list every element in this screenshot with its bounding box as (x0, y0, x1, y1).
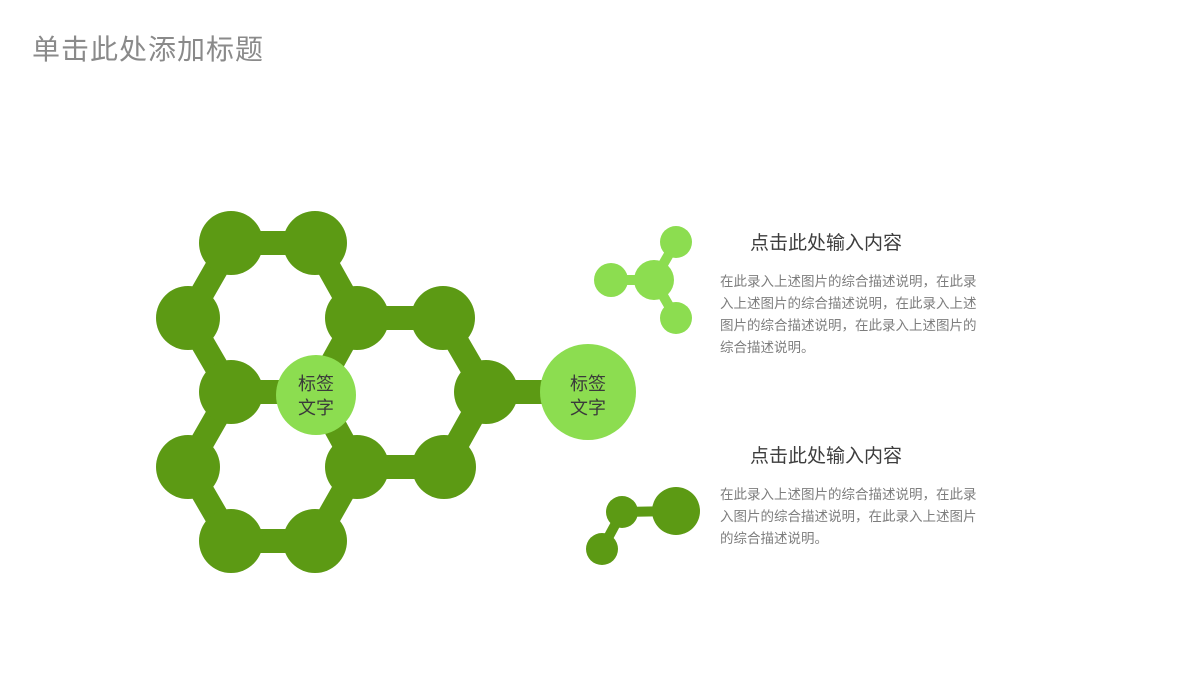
atom (283, 211, 347, 275)
atom (199, 211, 263, 275)
item-1-description-line: 图片的综合描述说明，在此录入上述图片的 (720, 318, 977, 334)
item-2-description-line: 的综合描述说明。 (720, 531, 828, 547)
atom (156, 435, 220, 499)
label-node-right (540, 344, 636, 440)
atom (199, 509, 263, 573)
item-2-heading[interactable]: 点击此处输入内容 (750, 445, 903, 467)
item-2-description-line: 入图片的综合描述说明，在此录入上述图片 (720, 509, 977, 525)
label-node-left-line-1: 标签 (298, 374, 334, 395)
item-1-description-line: 在此录入上述图片的综合描述说明，在此录 (720, 274, 977, 290)
label-node-right-line-2: 文字 (570, 398, 606, 419)
atom (454, 360, 518, 424)
item-1-description[interactable]: 在此录入上述图片的综合描述说明，在此录 入上述图片的综合描述说明，在此录入上述 … (720, 271, 1020, 359)
atom (411, 286, 475, 350)
label-node-right-line-1: 标签 (570, 374, 606, 395)
item-2-description[interactable]: 在此录入上述图片的综合描述说明，在此录 入图片的综合描述说明，在此录入上述图片 … (720, 484, 1020, 550)
item-1-description-line: 入上述图片的综合描述说明，在此录入上述 (720, 296, 977, 312)
atom (156, 286, 220, 350)
molecule-icon-light (594, 226, 692, 334)
label-node-left (276, 355, 356, 435)
molecule-atoms (156, 211, 518, 573)
atom (325, 435, 389, 499)
atom (412, 435, 476, 499)
label-node-left-line-2: 文字 (298, 398, 334, 419)
atom (325, 286, 389, 350)
slide-title[interactable]: 单击此处添加标题 (32, 33, 265, 66)
item-1-heading[interactable]: 点击此处输入内容 (750, 232, 903, 254)
item-1-description-line: 综合描述说明。 (720, 340, 815, 356)
atom (199, 360, 263, 424)
item-2-description-line: 在此录入上述图片的综合描述说明，在此录 (720, 487, 977, 503)
atom (283, 509, 347, 573)
molecule-icon-dark (586, 487, 700, 565)
